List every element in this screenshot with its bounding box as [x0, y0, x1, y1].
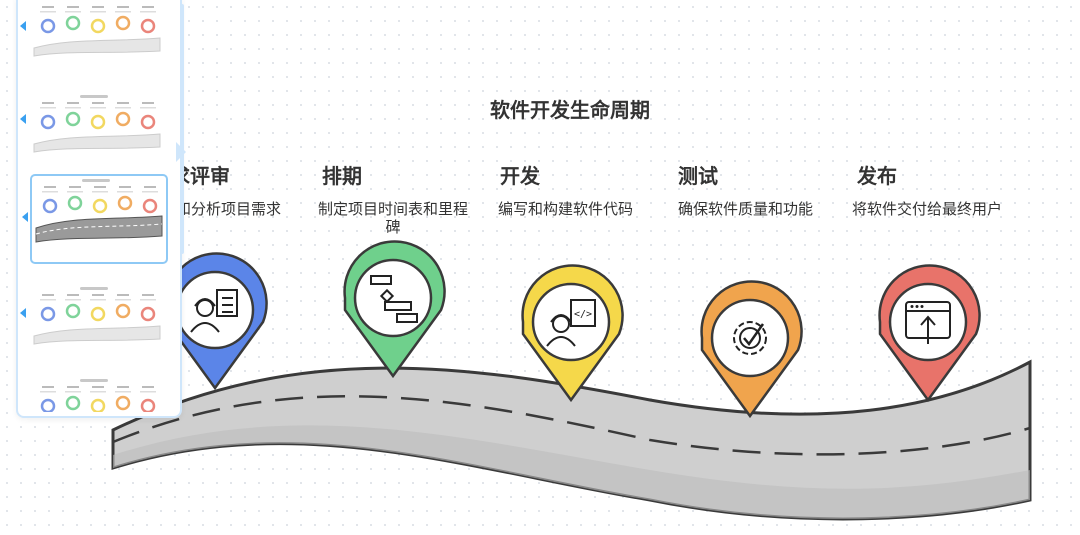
diagram-title[interactable]: 软件开发生命周期 — [490, 98, 650, 122]
gantt-chart-icon — [370, 275, 418, 323]
svg-text:</>: </> — [574, 309, 592, 320]
step-desc-requirements[interactable]: 和分析项目需求 — [176, 200, 282, 218]
thumbnail-marker-icon — [20, 114, 26, 124]
thumbnail-preview — [33, 287, 161, 345]
step-desc-schedule[interactable]: 制定项目时间表和里程碑 — [318, 200, 469, 236]
pin-schedule[interactable] — [343, 240, 446, 379]
developer-code-icon: </> — [546, 299, 596, 347]
step-title-schedule[interactable]: 排期 — [322, 164, 362, 188]
step-title-develop[interactable]: 开发 — [500, 164, 540, 188]
step-desc-release[interactable]: 将软件交付给最终用户 — [852, 200, 1003, 218]
step-title-test[interactable]: 测试 — [678, 164, 718, 188]
pin-test[interactable] — [700, 280, 803, 419]
step-desc-test[interactable]: 确保软件质量和功能 — [678, 200, 814, 218]
pin-release[interactable] — [878, 264, 981, 403]
pin-requirements[interactable] — [165, 252, 268, 391]
thumbnail-preview — [33, 95, 161, 153]
thumbnail-preview — [33, 6, 161, 57]
gear-check-icon — [733, 321, 767, 355]
thumbnail-slide-5[interactable] — [30, 376, 164, 412]
engineer-clipboard-icon — [190, 289, 238, 333]
thumbnail-marker-icon — [20, 308, 26, 318]
pin-develop[interactable]: </> — [521, 264, 624, 403]
thumbnail-slide-1[interactable] — [20, 0, 164, 82]
thumbnail-slide-4[interactable] — [20, 284, 164, 370]
slide-thumbnail-panel[interactable] — [16, 0, 184, 418]
road-center-dashes — [112, 395, 1031, 456]
step-desc-develop[interactable]: 编写和构建软件代码 — [498, 200, 634, 218]
thumbnail-marker-icon — [22, 212, 28, 222]
thumbnail-slide-3[interactable] — [22, 174, 168, 264]
thumbnail-preview — [35, 179, 163, 243]
thumbnail-slide-2[interactable] — [20, 92, 164, 178]
road-shade — [113, 425, 1030, 519]
panel-pointer — [176, 142, 186, 162]
thumbnail-marker-icon — [20, 21, 26, 31]
browser-upload-icon — [905, 301, 951, 344]
thumbnail-scrollbar[interactable] — [180, 4, 184, 254]
step-title-release[interactable]: 发布 — [857, 164, 897, 188]
thumbnail-preview — [40, 379, 156, 412]
